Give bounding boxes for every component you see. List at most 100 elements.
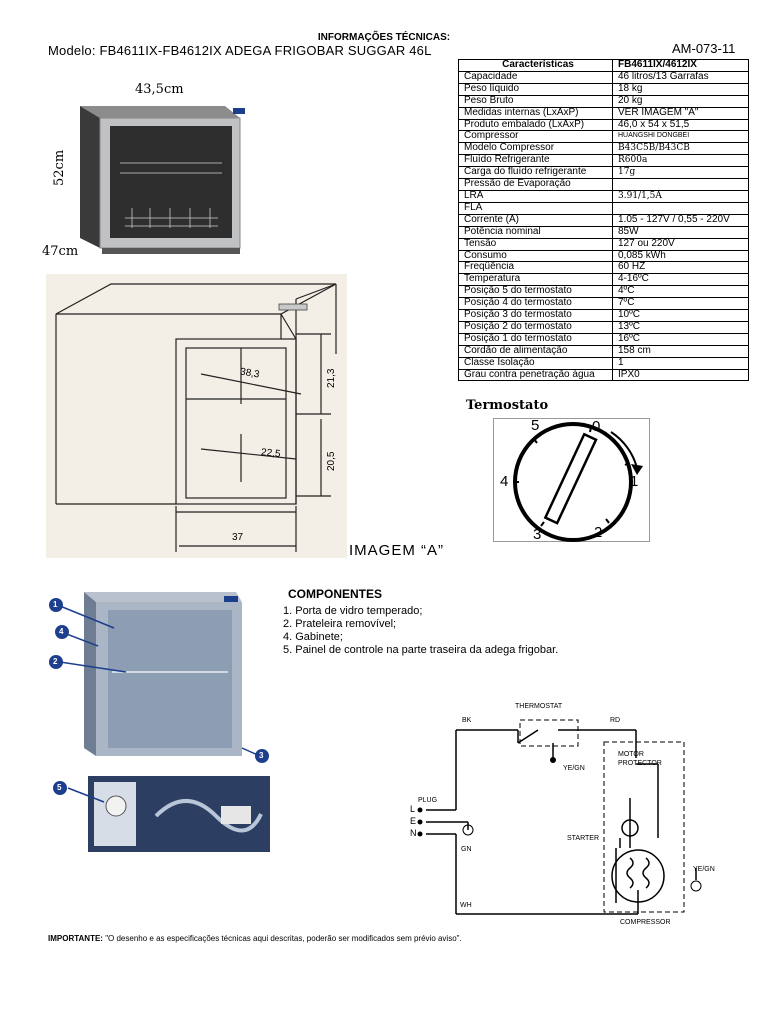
callout-3: 3	[259, 751, 264, 760]
dim-22-5: 22,5	[260, 447, 281, 460]
spec-label: Corrente (A)	[458, 213, 613, 227]
wiring-protector-label: PROTECTOR	[618, 760, 662, 767]
callout-4: 4	[59, 627, 64, 636]
components-title: COMPONENTES	[288, 587, 383, 601]
components-list: 1. Porta de vidro temperado; 2. Pratelei…	[283, 605, 558, 657]
spec-value: 4ºC	[612, 285, 749, 299]
spec-value: 20 kg	[612, 94, 749, 108]
spec-value: 46,0 x 54 x 51,5	[612, 118, 749, 132]
col-model: FB4611IX/4612IX	[612, 59, 749, 72]
spec-label: Tensão	[458, 237, 613, 251]
spec-label: Carga do fluído refrigerante	[458, 166, 613, 180]
spec-table: Características FB4611IX/4612IX Capacida…	[458, 59, 749, 382]
spec-label: Posição 1 do termostato	[458, 332, 613, 346]
spec-label: Produto embalado (LxAxP)	[458, 118, 613, 132]
col-characteristics: Características	[458, 59, 613, 72]
spec-value: 85W	[612, 225, 749, 239]
thermostat-pos-0: 0	[592, 418, 601, 435]
spec-label: Posição 3 do termostato	[458, 309, 613, 322]
spec-label: LRA	[458, 189, 613, 203]
spec-label: Grau contra penetração água	[458, 368, 613, 382]
spec-value: 1.05 - 127V / 0,55 - 220V	[612, 213, 749, 227]
spec-value: 4-16ºC	[612, 273, 749, 287]
spec-value: 16ºC	[612, 332, 749, 346]
dim-21-3: 21,3	[326, 368, 337, 388]
spec-value: VER IMAGEM "A"	[612, 106, 749, 120]
thermostat-pos-1: 1	[630, 473, 639, 490]
spec-label: Potência nominal	[458, 225, 613, 239]
table-row: Pressão de Evaporação	[458, 178, 749, 191]
page-title: INFORMAÇÕES TÉCNICAS:	[317, 32, 451, 43]
spec-label: FLA	[458, 201, 613, 215]
wiring-l-label: L	[410, 804, 416, 814]
spec-label: Fluído Refrigerante	[458, 154, 613, 168]
important-label: IMPORTANTE:	[48, 934, 103, 943]
thermostat-pos-5: 5	[531, 417, 540, 434]
height-label: 52cm	[52, 149, 67, 186]
spec-value: 7ºC	[612, 297, 749, 311]
depth-label: 47cm	[42, 244, 79, 259]
components-photo	[46, 588, 276, 768]
spec-label: Posição 4 do termostato	[458, 297, 613, 311]
spec-label: Peso Bruto	[458, 94, 613, 108]
spec-value: 13ºC	[612, 320, 749, 334]
spec-value: 17g	[612, 166, 749, 180]
spec-label: Freqüência	[458, 261, 613, 275]
spec-value: R600a	[612, 154, 749, 168]
wiring-diagram	[408, 698, 718, 932]
wiring-n-label: N	[410, 828, 417, 838]
spec-value: 127 ou 220V	[612, 237, 749, 251]
thermostat-dial	[493, 418, 650, 542]
spec-value: 1	[612, 356, 749, 370]
spec-value	[612, 178, 749, 191]
spec-label: Compressor	[458, 130, 613, 144]
dimension-drawing	[46, 274, 347, 558]
spec-label: Posição 2 do termostato	[458, 320, 613, 334]
document-code: AM-073-11	[672, 41, 736, 56]
spec-label: Cordão de alimentação	[458, 344, 613, 358]
spec-label: Consumo	[458, 249, 613, 263]
spec-value: 60 HZ	[612, 261, 749, 275]
table-row: Medidas internas (LxAxP)VER IMAGEM "A"	[458, 106, 749, 120]
wiring-plug-label: PLUG	[418, 797, 438, 804]
spec-label: Temperatura	[458, 273, 613, 287]
thermostat-pos-3: 3	[533, 526, 542, 543]
wiring-compressor-label: COMPRESSOR	[620, 919, 671, 926]
table-row: Corrente (A)1.05 - 127V / 0,55 - 220V	[458, 213, 749, 227]
image-a-caption: IMAGEM “A”	[349, 542, 444, 559]
table-header-row: Características FB4611IX/4612IX	[458, 59, 749, 72]
wiring-rd-label: RD	[610, 717, 621, 724]
wiring-bk-label: BK	[462, 717, 472, 724]
spec-label: Modelo Compressor	[458, 142, 613, 156]
spec-label: Classe Isolação	[458, 356, 613, 370]
wiring-gn-label: GN	[461, 846, 472, 853]
spec-label: Peso líquido	[458, 82, 613, 96]
spec-value: 18 kg	[612, 82, 749, 96]
spec-value: 3.91/1,5A	[612, 189, 749, 203]
callout-2: 2	[53, 657, 58, 666]
callout-1: 1	[53, 600, 58, 609]
thermostat-pos-2: 2	[594, 524, 603, 541]
spec-label: Medidas internas (LxAxP)	[458, 106, 613, 120]
wiring-ye-gn-label-1: YE/GN	[563, 765, 585, 772]
thermostat-pos-4: 4	[500, 473, 509, 490]
spec-value: 46 litros/13 Garrafas	[612, 70, 749, 84]
spec-label: Posição 5 do termostato	[458, 285, 613, 299]
spec-value	[612, 201, 749, 215]
list-item: 1. Porta de vidro temperado;	[283, 605, 423, 617]
spec-value: IPX0	[612, 368, 749, 382]
